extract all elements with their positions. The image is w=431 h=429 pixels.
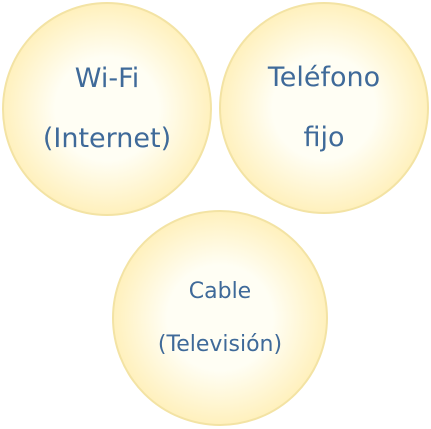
landline-circle-subtitle: fijo <box>303 122 345 153</box>
landline-phone-circle: Teléfono fijo <box>219 2 429 214</box>
wifi-internet-circle: Wi-Fi (Internet) <box>2 2 212 216</box>
cable-circle-title: Cable <box>188 279 252 304</box>
wifi-circle-subtitle: (Internet) <box>42 123 172 154</box>
cable-circle-subtitle: (Televisión) <box>157 332 283 357</box>
cable-tv-circle: Cable (Televisión) <box>112 210 328 426</box>
landline-circle-title: Teléfono <box>267 62 381 93</box>
wifi-circle-title: Wi-Fi <box>74 63 140 94</box>
